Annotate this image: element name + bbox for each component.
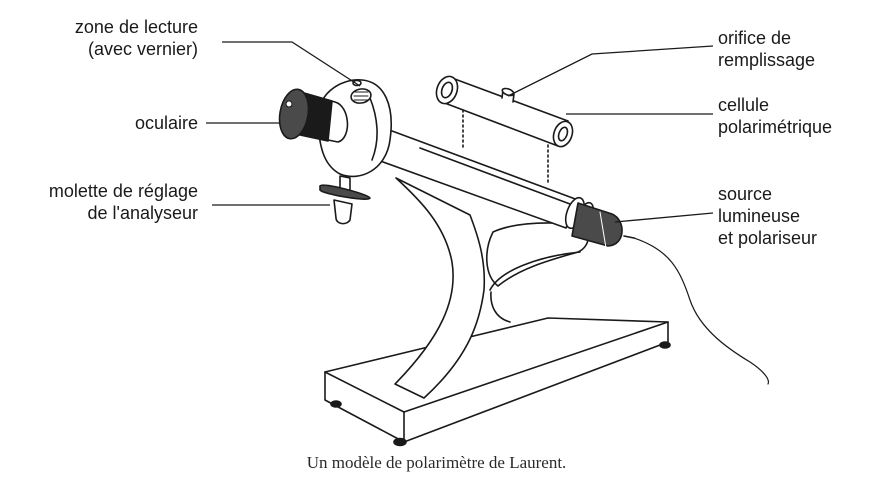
support-column — [394, 177, 589, 399]
label-cellule-polarimetrique: cellule polarimétrique — [718, 95, 833, 137]
leader-orifice — [507, 45, 714, 97]
label-molette: molette de réglage de l'analyseur — [48, 181, 198, 223]
leader-source — [614, 212, 714, 223]
cell-dashed-guides — [462, 104, 549, 183]
label-oculaire: oculaire — [134, 113, 198, 133]
polarimetric-cell — [435, 75, 574, 148]
leader-lines — [206, 41, 714, 223]
analyser-knob — [319, 175, 371, 225]
label-orifice-de-remplissage: orifice de remplissage — [718, 28, 816, 70]
base-plate — [324, 317, 671, 447]
figure-caption: Un modèle de polarimètre de Laurent. — [306, 453, 567, 472]
light-source — [571, 202, 770, 385]
label-zone-de-lecture: zone de lecture (avec vernier) — [74, 17, 198, 59]
label-source-lumineuse: source lumineuse et polariseur — [718, 184, 818, 248]
eyepiece — [278, 88, 349, 143]
leader-zone-lecture — [222, 41, 361, 87]
